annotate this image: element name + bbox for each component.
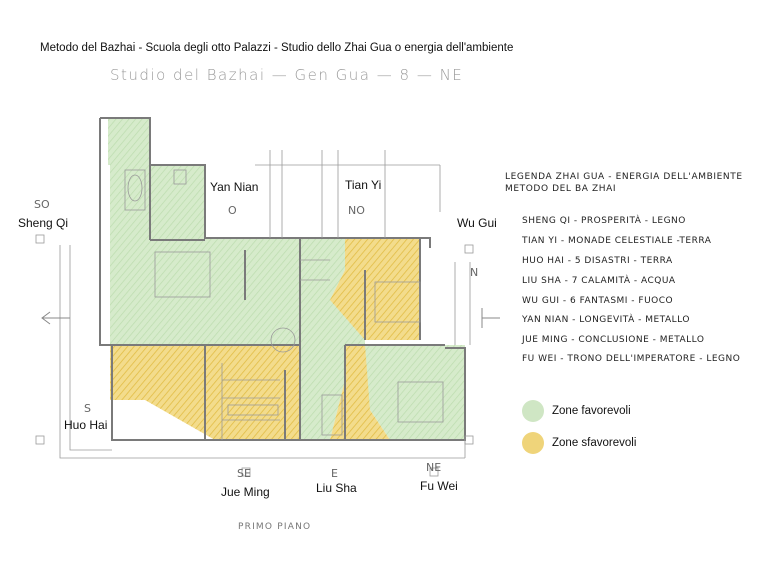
zone-wu-gui: Wu Gui [457, 216, 497, 230]
favorable-zones [108, 118, 465, 440]
favorable-swatch [522, 400, 544, 422]
unfavorable-label: Zone sfavorevoli [552, 437, 637, 449]
direction-ne: NE [426, 461, 442, 474]
direction-e: E [331, 467, 338, 480]
zone-sheng-qi: Sheng Qi [18, 216, 69, 230]
direction-o: O [228, 204, 237, 217]
direction-no: NO [348, 204, 365, 217]
legend-item: WU GUI - 6 FANTASMI - FUOCO [522, 296, 674, 306]
legend-item: FU WEI - TRONO DELL'IMPERATORE - LEGNO [522, 354, 741, 364]
unfavorable-swatch [522, 432, 544, 454]
walls [99, 117, 466, 441]
direction-n: N [470, 266, 479, 279]
floor-label: PRIMO PIANO [238, 522, 312, 532]
thin-lines [35, 150, 474, 477]
direction-se: SE [237, 467, 251, 480]
legend-item: YAN NIAN - LONGEVITÀ - METALLO [522, 315, 690, 325]
zone-tian-yi: Tian Yi [345, 178, 382, 192]
zone-huo-hai: Huo Hai [64, 418, 108, 432]
legend-item: SHENG QI - PROSPERITÀ - LEGNO [522, 216, 686, 226]
direction-so: SO [34, 198, 50, 211]
zone-jue-ming: Jue Ming [221, 485, 270, 499]
legend-item: JUE MING - CONCLUSIONE - METALLO [522, 335, 705, 345]
east-tick-icon [481, 308, 500, 328]
zone-liu-sha: Liu Sha [316, 481, 357, 495]
legend-title: LEGENDA ZHAI GUA - ENERGIA DELL'AMBIENTE… [505, 171, 743, 195]
legend-title-line-1: LEGENDA ZHAI GUA - ENERGIA DELL'AMBIENTE [505, 172, 743, 182]
zone-yan-nian: Yan Nian [210, 180, 259, 194]
legend-item: LIU SHA - 7 CALAMITÀ - ACQUA [522, 276, 676, 286]
direction-s: S [84, 402, 91, 415]
plan-subtitle: Studio del Bazhai — Gen Gua — 8 — NE [110, 66, 464, 84]
west-arrow-icon [41, 311, 70, 325]
legend-item: TIAN YI - MONADE CELESTIALE -TERRA [522, 236, 712, 246]
legend-item: HUO HAI - 5 DISASTRI - TERRA [522, 256, 673, 266]
zone-fu-wei: Fu Wei [420, 479, 458, 493]
page-title: Metodo del Bazhai - Scuola degli otto Pa… [40, 42, 514, 54]
favorable-label: Zone favorevoli [552, 405, 631, 417]
legend-title-line-2: METODO DEL BA ZHAI [505, 184, 617, 194]
